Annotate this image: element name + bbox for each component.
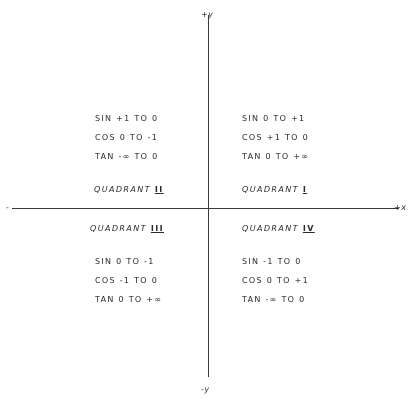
quadrant-1-title-numeral: I (302, 185, 308, 194)
quadrant-2-title-numeral: II (154, 185, 164, 194)
x-axis-positive-label: +x (394, 203, 407, 212)
quadrant-1-tan: TAN 0 TO +∞ (242, 152, 310, 161)
quadrant-4-title: QUADRANT IV (242, 224, 315, 233)
quadrant-2-title: QUADRANT II (94, 185, 164, 194)
quadrant-1-title-prefix: QUADRANT (242, 185, 299, 194)
y-axis-line (208, 15, 209, 377)
x-axis-line (12, 208, 399, 209)
x-axis-negative-label: - (6, 203, 10, 212)
quadrant-3-title-prefix: QUADRANT (90, 224, 147, 233)
quadrant-2-values: SIN +1 TO 0 COS 0 TO -1 TAN -∞ TO 0 (95, 114, 158, 162)
quadrant-2-tan: TAN -∞ TO 0 (95, 152, 159, 161)
quadrant-4-cos: COS 0 TO +1 (242, 276, 309, 285)
quadrant-4-title-prefix: QUADRANT (242, 224, 299, 233)
quadrant-4-tan: TAN -∞ TO 0 (242, 295, 306, 304)
quadrant-2-cos: COS 0 TO -1 (95, 133, 159, 142)
quadrant-1-title: QUADRANT I (242, 185, 307, 194)
quadrant-2-sin: SIN +1 TO 0 (95, 114, 159, 123)
quadrant-4-title-numeral: IV (302, 224, 315, 233)
quadrant-3-title-numeral: III (150, 224, 164, 233)
quadrant-4-sin: SIN -1 TO 0 (242, 257, 302, 266)
quadrant-1-cos: COS +1 TO 0 (242, 133, 309, 142)
quadrant-4-values: SIN -1 TO 0 COS 0 TO +1 TAN -∞ TO 0 (242, 257, 309, 305)
y-axis-negative-label: -y (201, 385, 210, 394)
quadrant-3-sin: SIN 0 TO -1 (95, 257, 155, 266)
quadrant-1-values: SIN 0 TO +1 COS +1 TO 0 TAN 0 TO +∞ (242, 114, 309, 162)
quadrant-1-sin: SIN 0 TO +1 (242, 114, 306, 123)
quadrant-3-tan: TAN 0 TO +∞ (95, 295, 163, 304)
quadrant-2-title-prefix: QUADRANT (94, 185, 151, 194)
quadrant-3-title: QUADRANT III (90, 224, 164, 233)
quadrant-3-cos: COS -1 TO 0 (95, 276, 159, 285)
quadrant-3-values: SIN 0 TO -1 COS -1 TO 0 TAN 0 TO +∞ (95, 257, 162, 305)
y-axis-positive-label: +y (201, 10, 214, 19)
